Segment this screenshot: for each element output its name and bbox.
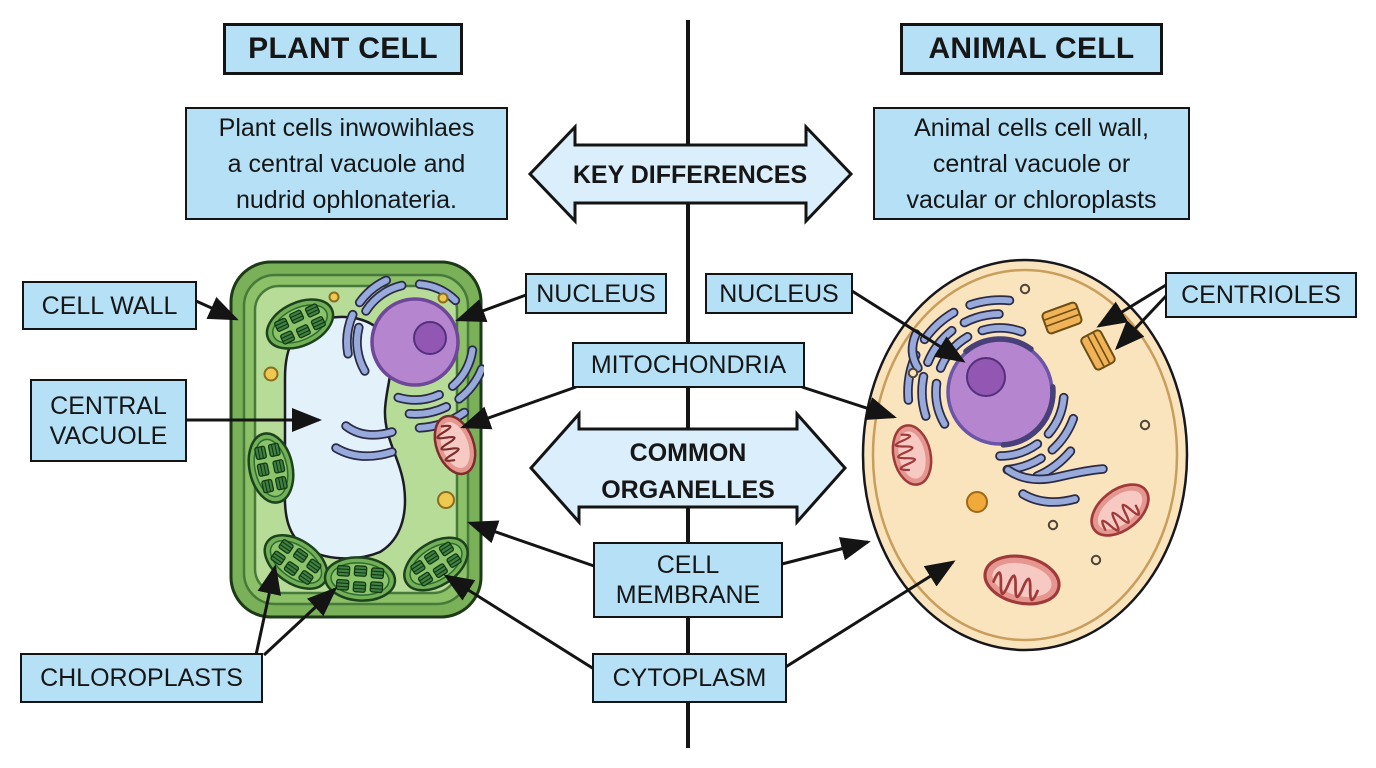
key-differences-label: KEY DIFFERENCES bbox=[573, 161, 807, 189]
common-organelles-arrow: COMMON ORGANELLES bbox=[528, 410, 848, 526]
key-differences-arrow: KEY DIFFERENCES bbox=[527, 123, 854, 225]
chloroplasts-label: CHLOROPLASTS bbox=[20, 653, 263, 703]
animal-description-line3: vacular or chloroplasts bbox=[906, 185, 1157, 214]
arrow-centriole-1 bbox=[1096, 283, 1167, 328]
arrow-nucleus-animal bbox=[851, 289, 966, 363]
common-organelles-label-line1: COMMON bbox=[630, 439, 747, 467]
centrioles-label: CENTRIOLES bbox=[1165, 272, 1357, 318]
arrow-mitochondria-animal bbox=[801, 385, 897, 421]
vesicle-dots bbox=[263, 291, 455, 509]
arrow-mitochondria-plant bbox=[460, 385, 577, 430]
cell-membrane-label-line1: CELL bbox=[656, 551, 720, 579]
central-vacuole-label-line2: VACUOLE bbox=[49, 421, 168, 450]
animal-description-line1: Animal cells cell wall, bbox=[914, 113, 1149, 142]
endoplasmic-reticulum-shape bbox=[903, 295, 1108, 507]
arrow-chloroplast-1 bbox=[254, 564, 282, 656]
nucleus-plant-label: NUCLEUS bbox=[525, 273, 667, 314]
plant-cell-title: PLANT CELL bbox=[223, 23, 463, 75]
arrow-nucleus-plant bbox=[455, 293, 527, 322]
arrow-centriole-2 bbox=[1114, 294, 1168, 351]
arrow-cytoplasm-plant bbox=[443, 574, 595, 671]
vesicle-dots bbox=[907, 283, 1151, 566]
arrow-cytoplasm-animal bbox=[783, 560, 956, 670]
central-vacuole-label-line1: CENTRAL bbox=[50, 391, 167, 420]
plant-description-line2: a central vacuole and bbox=[227, 149, 466, 178]
nucleus-animal-label: NUCLEUS bbox=[705, 273, 853, 314]
mitochondria-label: MITOCHONDRIA bbox=[572, 342, 805, 388]
plant-nucleus-shape bbox=[370, 297, 460, 387]
plant-cell-illustration bbox=[229, 258, 484, 619]
cytoplasm-label: CYTOPLASM bbox=[592, 653, 787, 703]
animal-description-line2: central vacuole or bbox=[932, 149, 1131, 178]
plant-description-line3: nudrid ophlonateria. bbox=[236, 185, 457, 214]
arrow-cell-wall bbox=[195, 296, 239, 321]
arrow-cell-membrane-animal bbox=[781, 537, 871, 566]
animal-cell-description: Animal cells cell wall, central vacuole … bbox=[873, 107, 1190, 220]
cell-wall-label: CELL WALL bbox=[22, 281, 197, 330]
connector-arrows bbox=[186, 283, 1168, 671]
cell-membrane-label-line2: MEMBRANE bbox=[615, 581, 761, 609]
plant-cell-description: Plant cells inwowihlaes a central vacuol… bbox=[185, 107, 508, 220]
central-vacuole-label: CENTRAL VACUOLE bbox=[30, 379, 187, 462]
arrow-chloroplast-2 bbox=[262, 586, 338, 657]
animal-cell-title: ANIMAL CELL bbox=[900, 23, 1163, 75]
animal-nucleus-shape bbox=[944, 336, 1056, 448]
plant-description-line1: Plant cells inwowihlaes bbox=[218, 113, 475, 142]
arrow-cell-membrane-plant bbox=[467, 520, 595, 568]
cell-membrane-label: CELL MEMBRANE bbox=[593, 542, 783, 618]
common-organelles-label-line2: ORGANELLES bbox=[601, 476, 775, 504]
